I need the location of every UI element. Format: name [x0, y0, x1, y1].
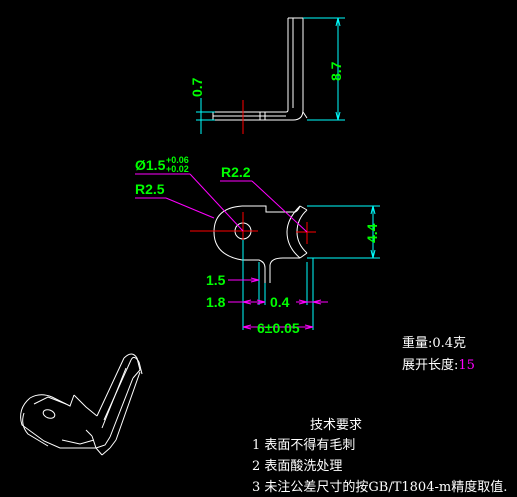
unfold-length-value: 15: [458, 358, 475, 373]
dim-hole-tol-lower: +0.02: [166, 164, 189, 174]
dim-right-height: 4.4: [364, 223, 380, 243]
weight-label: 重量:0.4克: [402, 336, 467, 351]
requirement-item-1: 1 表面不得有毛刺: [252, 438, 356, 453]
unfold-length: 展开长度:15: [402, 354, 475, 373]
dimension-right-height: [307, 205, 380, 259]
dim-hole-diameter: Ø1.5: [135, 157, 166, 173]
dimension-top-thickness: [196, 98, 215, 134]
dimension-1-8: [228, 299, 266, 305]
dimension-overall: [242, 324, 314, 330]
front-view: [213, 205, 308, 283]
requirement-item-2: 2 表面酸洗处理: [252, 459, 343, 474]
dim-hole-tol-upper: +0.06: [166, 155, 189, 165]
dim-radius-right: R2.2: [221, 164, 251, 180]
dim-1-8: 1.8: [206, 294, 226, 310]
dimension-0-4: [296, 299, 328, 305]
front-centerlines: [190, 212, 316, 252]
dim-0-4: 0.4: [270, 294, 290, 310]
dim-top-height: 8.7: [328, 61, 344, 81]
unfold-length-label: 展开长度:: [402, 358, 459, 373]
dim-1-5: 1.5: [206, 272, 226, 288]
dimension-1-5: [228, 277, 260, 283]
dimension-top-height: [303, 17, 345, 121]
requirements-title: 技术要求: [310, 418, 363, 433]
isometric-view: [20, 353, 143, 456]
dim-top-thickness: 0.7: [189, 77, 205, 97]
dimension-extensions: [242, 240, 314, 330]
dim-overall-length: 6±0.05: [257, 320, 300, 336]
leaders: [135, 173, 308, 233]
requirement-item-3: 3 未注公差尺寸的按GB/T1804-m精度取值.: [252, 480, 508, 495]
top-view: [212, 17, 308, 121]
dim-radius-left: R2.5: [135, 181, 165, 197]
